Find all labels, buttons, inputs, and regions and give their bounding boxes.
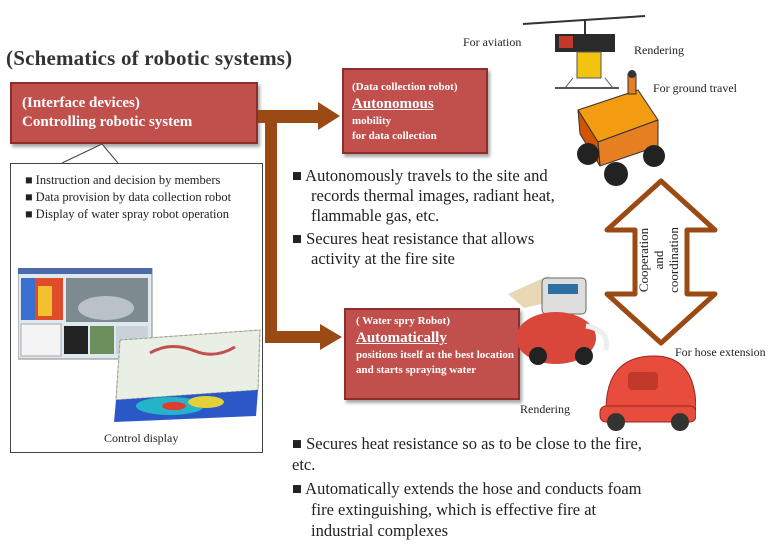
- panel-bullet-list: ■ Instruction and decision by members ■ …: [25, 172, 257, 223]
- water-spray-description: positions itself at the best location an…: [356, 349, 514, 376]
- bottom-bullet-list: ■ Secures heat resistance so as to be cl…: [292, 433, 662, 544]
- data-collection-line4: for data collection: [352, 130, 437, 142]
- page-title: (Schematics of robotic systems): [6, 46, 293, 70]
- panel-bullet: ■ Instruction and decision by members: [25, 173, 221, 187]
- spray-robot-image: [599, 355, 696, 431]
- water-spray-robot-box: ( Water spry Robot) Automatically positi…: [344, 308, 520, 400]
- coop-line3: coordination: [666, 227, 681, 293]
- control-screen-image: [18, 268, 153, 360]
- label-for-hose-extension: For hose extension: [675, 345, 766, 359]
- coop-line2: and: [651, 250, 666, 269]
- middle-bullet: ■ Autonomously travels to the site and r…: [292, 166, 555, 225]
- coop-line1: Cooperation: [636, 227, 651, 292]
- cooperation-arrow: [604, 178, 718, 346]
- data-collection-line3: mobility: [352, 115, 392, 127]
- middle-bullet: ■ Secures heat resistance that allows ac…: [292, 229, 535, 268]
- label-for-aviation: For aviation: [463, 35, 522, 49]
- water-spray-automatically: Automatically: [356, 330, 447, 346]
- drone-image: [522, 15, 646, 89]
- bottom-bullet: ■ Secures heat resistance so as to be cl…: [292, 434, 642, 474]
- panel-bullet: ■ Display of water spray robot operation: [25, 207, 230, 221]
- interface-box-line2: Controlling robotic system: [22, 114, 193, 130]
- label-rendering-top: Rendering: [634, 43, 684, 57]
- interface-box-line1: (Interface devices): [22, 95, 140, 111]
- data-collection-robot-box: (Data collection robot) Autonomous mobil…: [342, 68, 488, 154]
- middle-bullet-list: ■ Autonomously travels to the site and r…: [292, 166, 572, 272]
- terrain-map-image: [114, 329, 261, 422]
- data-collection-autonomous: Autonomous: [352, 96, 434, 112]
- panel-bullet: ■ Data provision by data collection robo…: [25, 190, 232, 204]
- interface-devices-box: (Interface devices) Controlling robotic …: [10, 82, 258, 144]
- label-rendering-bottom: Rendering: [520, 402, 570, 416]
- data-collection-title: (Data collection robot): [352, 81, 458, 93]
- water-spray-title: ( Water spry Robot): [356, 315, 451, 327]
- label-for-ground-travel: For ground travel: [653, 81, 737, 95]
- ground-robot-image: [577, 70, 665, 186]
- hose-robot-image: [508, 276, 610, 365]
- bottom-bullet: ■ Automatically extends the hose and con…: [292, 479, 642, 540]
- control-display-caption: Control display: [104, 431, 179, 445]
- cooperation-label: Cooperation and coordination: [632, 210, 692, 310]
